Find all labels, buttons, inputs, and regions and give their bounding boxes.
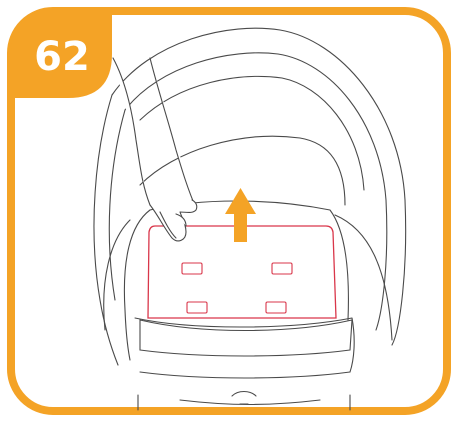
step-badge: 62 — [11, 11, 112, 98]
step-number: 62 — [34, 34, 90, 80]
arrow-shaft — [234, 212, 247, 242]
